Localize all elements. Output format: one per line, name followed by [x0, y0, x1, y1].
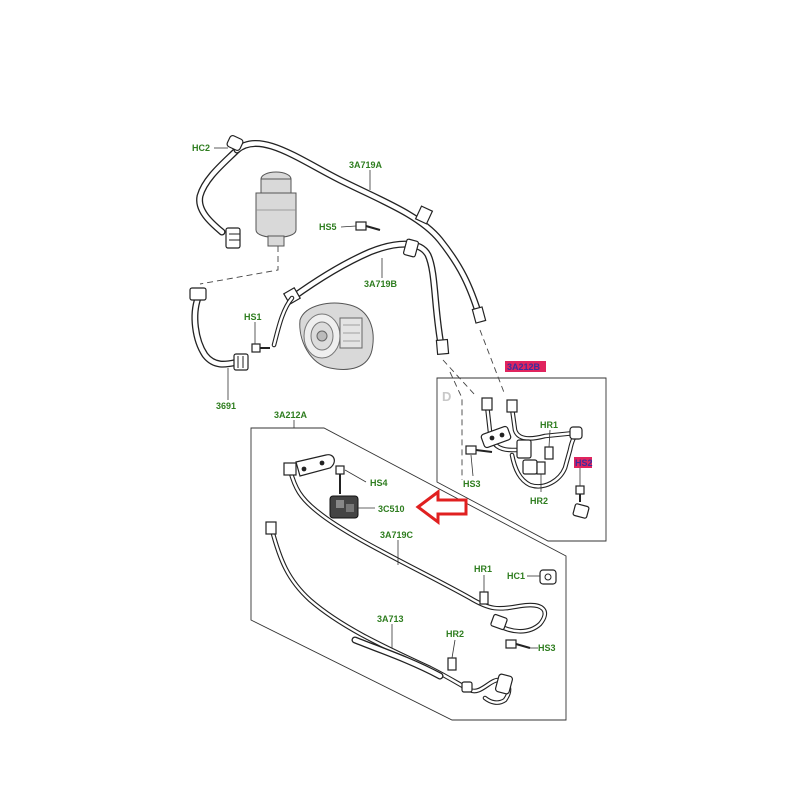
reservoir-icon	[255, 171, 297, 247]
pipe-assembly-3a212b	[480, 397, 590, 519]
sensor-3c510-icon	[329, 495, 359, 519]
bolt-hs1-icon	[251, 343, 270, 353]
pump-icon	[299, 302, 374, 370]
bolt-hr1-right-icon	[544, 446, 554, 460]
bolt-hs3-left-icon	[505, 639, 531, 649]
guide-hs3-box	[449, 371, 463, 480]
clamp-hc1-icon	[539, 569, 557, 585]
bracket-3a212a-icon	[295, 454, 335, 477]
label-hs4: HS4	[370, 478, 388, 488]
label-d: D	[442, 389, 451, 404]
arrow-left-icon	[415, 489, 468, 525]
pipe-3a713	[265, 521, 514, 705]
guide-pipe-to-box	[479, 329, 506, 396]
label-hr2-left: HR2	[446, 629, 464, 639]
label-3a212b: 3A212B	[507, 362, 541, 372]
label-3c510: 3C510	[378, 504, 405, 514]
bolt-hs5-icon	[355, 221, 381, 231]
guide-reservoir-hose	[199, 246, 279, 285]
label-hs5: HS5	[319, 222, 337, 232]
label-3a719a: 3A719A	[349, 160, 383, 170]
label-3a719b: 3A719B	[364, 279, 398, 289]
bolt-hs4-icon	[335, 465, 345, 494]
hose-3691	[189, 287, 249, 371]
label-3a713: 3A713	[377, 614, 404, 624]
label-hc1: HC1	[507, 571, 525, 581]
hose-3a719a	[196, 139, 487, 324]
frame-3a212b	[436, 377, 607, 542]
bolt-hr2-left-icon	[447, 657, 457, 671]
label-hs3-left: HS3	[538, 643, 556, 653]
bolt-hr2-right-icon	[536, 461, 546, 475]
pipe-3a719c	[283, 462, 547, 634]
frame-3a212a	[250, 427, 567, 721]
bolt-hr1-left-icon	[479, 591, 489, 605]
label-hr1-right: HR1	[540, 420, 558, 430]
label-3a719c: 3A719C	[380, 530, 414, 540]
label-hs2-right: HS2	[575, 458, 593, 468]
label-hc2: HC2	[192, 143, 210, 153]
label-hr1-left: HR1	[474, 564, 492, 574]
bolt-hs2-right-icon	[575, 485, 585, 502]
label-hs3-right: HS3	[463, 479, 481, 489]
highlight-3a212b	[505, 361, 546, 372]
label-hr2-right: HR2	[530, 496, 548, 506]
label-hs1: HS1	[244, 312, 262, 322]
label-3691: 3691	[216, 401, 236, 411]
leader-lines	[214, 147, 581, 659]
hose-3a719b	[271, 238, 450, 356]
guide-pipe-to-box-2	[442, 359, 476, 396]
label-3a212a: 3A212A	[274, 410, 308, 420]
bolt-hs3-right-icon	[465, 445, 493, 455]
highlight-hs2	[574, 457, 592, 468]
clamp-hc2-icon	[225, 134, 244, 249]
